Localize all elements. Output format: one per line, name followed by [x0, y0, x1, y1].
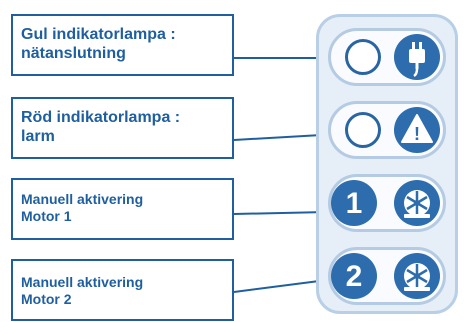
- label-line: Manuell aktivering: [21, 274, 144, 290]
- motor-1-button[interactable]: 1: [330, 179, 378, 227]
- leader-line-3: [233, 208, 328, 217]
- label-line: Gul indikatorlampa :: [21, 26, 176, 43]
- label-line: Manuell aktivering: [21, 191, 144, 207]
- motor-2-number: 2: [346, 260, 363, 293]
- red-indicator-lamp: [345, 112, 381, 148]
- leader-line-4: [233, 276, 328, 293]
- motor-2-button[interactable]: 2: [330, 252, 378, 300]
- label-line: Motor 1: [21, 207, 72, 224]
- motor-1-number: 1: [346, 187, 363, 220]
- fan-icon[interactable]: [393, 179, 441, 227]
- alarm-row: !: [328, 101, 446, 159]
- label-yellow-indicator-mains: Gul indikatorlampa : nätanslutning: [11, 14, 234, 76]
- motor-2-row: 2: [328, 247, 446, 305]
- label-line: Motor 2: [21, 290, 72, 307]
- control-panel: ! 1 2: [316, 14, 458, 314]
- mains-row: [328, 28, 446, 86]
- label-line: larm: [21, 128, 55, 146]
- label-red-indicator-alarm: Röd indikatorlampa : larm: [11, 97, 234, 159]
- yellow-indicator-lamp: [345, 39, 381, 75]
- label-line: Röd indikatorlampa :: [21, 109, 181, 126]
- power-plug-icon: [393, 33, 441, 81]
- label-manual-activation-motor-1: Manuell aktivering Motor 1: [11, 178, 234, 240]
- motor-1-row: 1: [328, 174, 446, 232]
- fan-icon[interactable]: [393, 252, 441, 300]
- label-manual-activation-motor-2: Manuell aktivering Motor 2: [11, 259, 234, 321]
- warning-triangle-icon: !: [393, 106, 441, 154]
- alarm-symbol: !: [414, 124, 420, 144]
- label-line: nätanslutning: [21, 45, 126, 63]
